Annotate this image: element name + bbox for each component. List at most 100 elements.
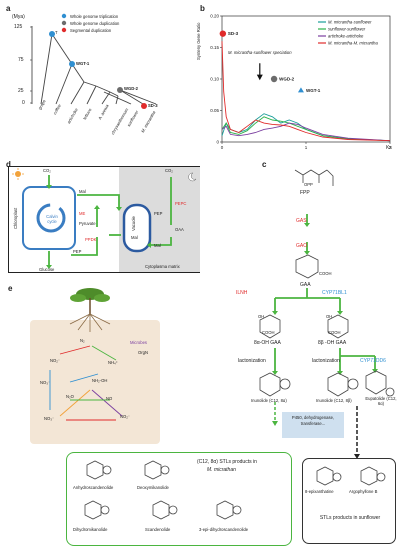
oaa: OAA: [175, 227, 184, 232]
compound-argophyllone-b: Argophyllone B: [349, 489, 378, 494]
gao-enzyme: GAO: [296, 243, 308, 249]
vacuole-label: Vacuole: [131, 216, 136, 231]
pyruvate: Pyruvate: [79, 221, 96, 226]
tick-0: 0: [22, 100, 25, 106]
nh2oh: NH₂-OH: [92, 378, 108, 383]
event-sd3-label: SD-3: [148, 103, 158, 108]
x-tick-label: 2: [389, 145, 392, 150]
fpp-structure: [294, 169, 334, 186]
y-tick-label: 0.10: [210, 77, 219, 82]
eupatolide: Eupatolide (C12, 6α): [365, 396, 397, 406]
legend-dots: [61, 13, 67, 33]
plant-icon: [69, 288, 111, 332]
orgn: OrgN: [138, 350, 149, 355]
no3-left: NO₃⁻: [40, 380, 51, 385]
legend-label-3: M. micrantha-M. micrantha: [328, 41, 378, 46]
x-tick-label: 0: [221, 145, 224, 150]
wgd2-marker: [270, 75, 278, 83]
panel-b-label: b: [200, 4, 205, 13]
ppdk-enzyme: PPDK: [85, 237, 97, 242]
mal-top: Mal: [79, 189, 86, 194]
pepc-enzyme: PEPC: [175, 201, 187, 206]
sunflower-structures: [316, 466, 386, 486]
legend-wgt: Whole genome triplication: [70, 14, 119, 19]
legend-sd: Segmental duplication: [70, 28, 112, 33]
left-gaa-cooh: COOH: [262, 330, 275, 335]
cyp71dd6-enzyme: CYP71DD6: [360, 358, 386, 364]
gaa-ring: [295, 254, 319, 279]
wgd2-text: WGD-2: [279, 77, 294, 82]
sd3-text: SD-3: [228, 31, 239, 36]
sd3-dot: [141, 103, 147, 109]
gas-enzyme: GAS: [296, 218, 307, 224]
speciation-annotation: M. micrantha-sunflower speciation: [228, 50, 292, 55]
compound-scandenolide: Scandenolide: [145, 527, 171, 532]
compound-dihydromikanolide: Dihydromikanolide: [73, 527, 108, 532]
tick-25: 25: [18, 88, 24, 94]
me-enzyme: ME: [79, 211, 86, 216]
n2o: N₂O: [66, 394, 74, 399]
micrantha-stl-box: (C12, 8α) STLs products in M. micrathan …: [66, 452, 292, 546]
sunflower-stl-box: 8-epixanthatine Argophyllone B STLs prod…: [302, 458, 396, 544]
left-gaa-ring: [259, 314, 281, 339]
left-gaa-oh: OH: [258, 314, 265, 319]
no3-bottom: NO₃⁻: [44, 416, 55, 421]
co2-right: CO₂: [165, 168, 173, 173]
event-wgd2-label: WGD-2: [124, 86, 138, 91]
panel-e-label: e: [8, 284, 13, 293]
sun-icon: [12, 168, 24, 180]
t-event-dot: [49, 31, 55, 37]
time-axis-unit: (Mya): [12, 14, 25, 20]
nh4: NH₄⁺: [108, 360, 118, 365]
right-gaa-ring: [327, 314, 349, 339]
legend-wgd: Whole genome duplication: [70, 21, 120, 26]
nitrogen-cycle-panel: N₂ NH₄⁺ NO₂⁻ NO₃⁻ NH₂-OH NO₃⁻ NO₂⁻ N₂O N…: [30, 320, 160, 444]
right-gaa-label: 8β -OH GAA: [318, 340, 347, 346]
legend-label-1: sunflower-sunflower: [328, 27, 366, 32]
event-t-label: T: [55, 30, 58, 35]
cytoplasm-label: Cytoplasma matrix: [145, 264, 180, 269]
inunolide-8a: Inunolide (C12, 8α): [251, 398, 287, 403]
legend-label-2: artichoke-artichoke: [328, 34, 364, 39]
lactonization-left: lactonization: [238, 358, 266, 364]
chloroplast-label: Chloroplast: [13, 207, 18, 229]
sd3-marker: [219, 30, 227, 37]
wgd2-dot: [117, 87, 123, 93]
right-gaa-cooh: COOH: [328, 330, 341, 335]
compound-anhydroscandenolide: Anhydroscandenolide: [73, 485, 114, 490]
stl-box-species: M. micrathan: [207, 467, 236, 473]
tick-125: 125: [14, 24, 23, 30]
series-line-1: [221, 116, 391, 142]
calvin-cycle-label: Calvin cycle: [46, 214, 58, 224]
panel-d-label: d: [6, 160, 11, 169]
event-wgt1-label: WGT-1: [76, 61, 90, 66]
calvin-cycle-icon: [36, 203, 66, 233]
inunolide-8b: Inunolide (C12, 8β): [316, 398, 352, 403]
right-gaa-oh: OH: [326, 314, 333, 319]
glucose: Glucose: [39, 267, 55, 272]
plot-frame: [221, 15, 391, 143]
no2-bottom: NO₂⁻: [120, 414, 131, 419]
gaa-label: GAA: [300, 282, 311, 288]
x-tick-label: 1: [305, 145, 308, 150]
series-line-0: [221, 113, 391, 142]
lactonization-right: lactonization: [312, 358, 340, 364]
legend-label-0: M. micrantha-sunflower: [328, 20, 372, 25]
speciation-arrowhead: [256, 74, 263, 81]
moon-icon: [188, 172, 197, 182]
wgt1-marker: [297, 87, 304, 93]
n2: N₂: [80, 338, 85, 343]
series-line-3: [221, 41, 391, 142]
gaa-cooh: COOH: [319, 271, 332, 276]
opp-label: OPP: [304, 182, 313, 187]
no: NO: [106, 396, 113, 401]
cyp71bl1-enzyme: CYP71BL1: [322, 290, 347, 296]
series-line-2: [221, 122, 391, 142]
c4-cam-pathways: [12, 168, 197, 269]
compound-3-epi: 3-epi-dihydroscandenolide: [199, 527, 249, 532]
pep-left: PEP: [73, 249, 82, 254]
pep-right: PEP: [154, 211, 163, 216]
left-gaa-label: 8α-OH GAA: [254, 340, 281, 346]
sunflower-stl-label: STLs products in sunflower: [319, 515, 381, 521]
stl-box-title: (C12, 8α) STLs products in: [197, 459, 257, 465]
